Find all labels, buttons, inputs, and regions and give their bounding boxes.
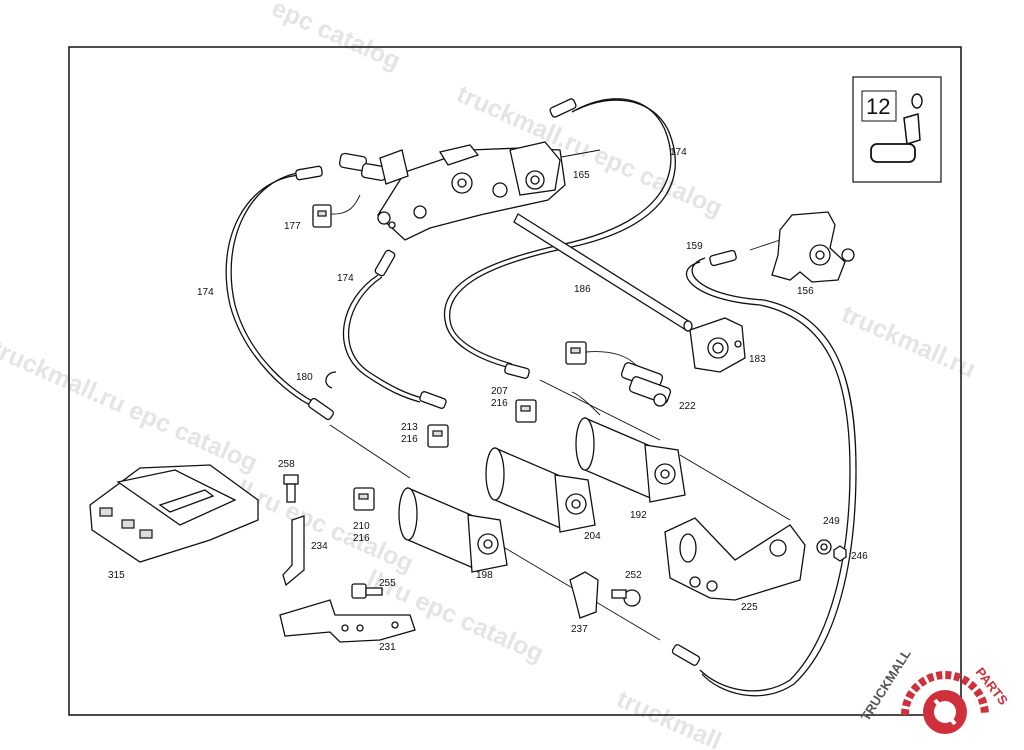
part-246-nut [833, 545, 847, 562]
part-204-motor [485, 447, 596, 533]
part-183-bracket [689, 317, 746, 373]
part-252-bolt [611, 589, 641, 607]
label-246: 246 [851, 551, 868, 562]
label-183: 183 [749, 354, 766, 365]
diagram-frame [68, 46, 962, 716]
label-210: 210 [353, 521, 370, 532]
part-225-bracket [664, 517, 806, 601]
label-234: 234 [311, 541, 328, 552]
watermark-text: truckmall.ru [838, 300, 980, 384]
label-165: 165 [573, 170, 590, 181]
label-174-mid: 174 [337, 273, 354, 284]
part-180-clip [325, 371, 337, 389]
label-156: 156 [797, 286, 814, 297]
label-315: 315 [108, 570, 125, 581]
label-231: 231 [379, 642, 396, 653]
watermark-text: ll.ru epc catalog [233, 475, 418, 578]
part-222-connector-set [353, 341, 672, 511]
label-198: 198 [476, 570, 493, 581]
callout-labels: 165 174 174 174 177 159 156 186 183 180 … [108, 147, 868, 653]
watermarks: epc catalog truckmall.ru epc catalog tru… [0, 0, 980, 750]
label-180: 180 [296, 372, 313, 383]
part-192-motor [571, 391, 686, 503]
part-177-connector [312, 194, 361, 228]
label-186: 186 [574, 284, 591, 295]
part-234-bracket [282, 515, 305, 587]
part-156-bracket [771, 211, 855, 283]
label-225: 225 [741, 602, 758, 613]
part-237-bracket [569, 571, 599, 619]
label-237: 237 [571, 624, 588, 635]
label-213: 213 [401, 422, 418, 433]
part-174-cable-ends [295, 98, 737, 666]
label-159: 159 [686, 241, 703, 252]
watermark-text: epc catalog [268, 0, 405, 75]
truckmall-parts-logo: TRUCKMALL PARTS [858, 646, 1011, 734]
part-165-seat-motor-assembly [338, 141, 566, 241]
label-216-c: 216 [353, 533, 370, 544]
part-249-washer [816, 539, 832, 555]
part-198-motor [398, 487, 508, 573]
label-204: 204 [584, 531, 601, 542]
label-177: 177 [284, 221, 301, 232]
watermark-text: truckmall.ru epc catalog [0, 335, 262, 478]
label-252: 252 [625, 570, 642, 581]
part-231-plate [279, 599, 416, 643]
inset-digits: 12 [866, 94, 890, 119]
label-255: 255 [379, 578, 396, 589]
part-315-control-unit [89, 464, 259, 563]
label-258: 258 [278, 459, 295, 470]
part-255-bolt [351, 583, 383, 599]
label-192: 192 [630, 510, 647, 521]
label-249: 249 [823, 516, 840, 527]
part-186-rod [513, 213, 693, 332]
label-216-a: 216 [491, 398, 508, 409]
part-258-screw [283, 474, 299, 503]
label-216-b: 216 [401, 434, 418, 445]
seat-inset: 12 [852, 76, 942, 183]
label-222: 222 [679, 401, 696, 412]
label-174-top: 174 [670, 147, 687, 158]
label-174-left: 174 [197, 287, 214, 298]
watermark-text: truckmall [613, 685, 726, 750]
label-207: 207 [491, 386, 508, 397]
